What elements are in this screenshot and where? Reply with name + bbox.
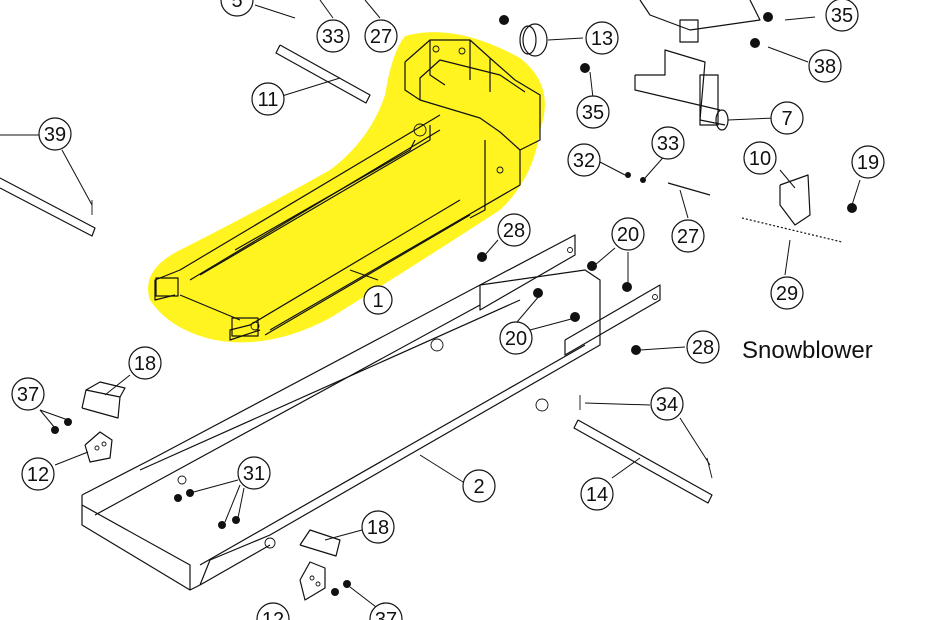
svg-text:14: 14 xyxy=(586,484,608,506)
callout-27-mid: 27 xyxy=(671,219,705,253)
svg-text:37: 37 xyxy=(17,384,39,406)
svg-text:7: 7 xyxy=(781,108,792,130)
callout-33-mid: 33 xyxy=(651,126,685,160)
svg-text:20: 20 xyxy=(617,224,639,246)
svg-text:27: 27 xyxy=(370,26,392,48)
part-39-rod xyxy=(0,177,96,237)
svg-text:5: 5 xyxy=(231,0,242,12)
svg-text:10: 10 xyxy=(749,148,771,170)
diagram-label: Snowblower xyxy=(742,337,873,364)
svg-text:19: 19 xyxy=(857,152,879,174)
part-18-ubolt-upper xyxy=(81,381,126,419)
callout-32: 32 xyxy=(567,143,601,177)
callout-20-left: 20 xyxy=(499,321,533,355)
part-27-bolt xyxy=(667,182,711,196)
svg-text:1: 1 xyxy=(372,290,383,312)
svg-text:28: 28 xyxy=(692,337,714,359)
callout-35-mid: 35 xyxy=(576,95,610,129)
callout-19: 19 xyxy=(851,145,885,179)
part-12-plate-upper xyxy=(84,431,113,463)
part-top-bracket xyxy=(639,0,761,43)
svg-text:13: 13 xyxy=(591,28,613,50)
callout-2: 2 xyxy=(462,469,496,503)
part-13-pulley xyxy=(519,23,548,57)
svg-text:35: 35 xyxy=(831,5,853,27)
callout-37-upper: 37 xyxy=(11,377,45,411)
callout-29: 29 xyxy=(770,276,804,310)
svg-text:31: 31 xyxy=(243,463,265,485)
svg-text:34: 34 xyxy=(656,394,678,416)
part-18-ubolt-lower xyxy=(299,529,341,557)
callout-1: 1 xyxy=(363,285,393,315)
callout-31: 31 xyxy=(237,456,271,490)
svg-text:18: 18 xyxy=(134,353,156,375)
callout-37-lower: 37 xyxy=(369,602,403,620)
callout-12-lower: 12 xyxy=(256,602,290,620)
callout-35-top: 35 xyxy=(825,0,859,32)
callout-12-upper: 12 xyxy=(21,457,55,491)
part-14-pin xyxy=(573,419,713,504)
svg-text:37: 37 xyxy=(375,609,397,620)
part-29-spring xyxy=(741,217,843,243)
callout-5: 5 xyxy=(220,0,254,17)
leader-lines xyxy=(0,0,861,611)
highlight-part-1 xyxy=(148,32,545,343)
callout-18-upper: 18 xyxy=(128,346,162,380)
part-12-plate-lower xyxy=(299,561,326,601)
part-1-frame xyxy=(154,39,541,341)
svg-text:18: 18 xyxy=(367,517,389,539)
callout-33-top: 33 xyxy=(316,19,350,53)
callout-10: 10 xyxy=(743,141,777,175)
callout-34: 34 xyxy=(650,387,684,421)
svg-text:20: 20 xyxy=(505,328,527,350)
svg-text:33: 33 xyxy=(322,26,344,48)
svg-text:35: 35 xyxy=(582,102,604,124)
callout-14: 14 xyxy=(580,477,614,511)
svg-text:29: 29 xyxy=(776,283,798,305)
svg-text:12: 12 xyxy=(27,464,49,486)
svg-text:32: 32 xyxy=(573,150,595,172)
svg-text:2: 2 xyxy=(473,476,484,498)
svg-text:12: 12 xyxy=(262,609,284,620)
part-11-pin xyxy=(275,44,371,104)
part-10-bracket xyxy=(779,174,811,226)
callout-28-mid: 28 xyxy=(497,213,531,247)
callout-39: 39 xyxy=(38,117,72,151)
hardware-dots xyxy=(51,12,857,596)
svg-text:39: 39 xyxy=(44,124,66,146)
callout-38: 38 xyxy=(808,49,842,83)
part-2-frame xyxy=(81,234,661,591)
svg-text:33: 33 xyxy=(657,133,679,155)
callout-27-top: 27 xyxy=(364,19,398,53)
callout-11: 11 xyxy=(251,82,285,116)
callout-18-lower: 18 xyxy=(361,510,395,544)
svg-text:11: 11 xyxy=(258,89,279,111)
svg-text:28: 28 xyxy=(503,220,525,242)
part-7-bracket xyxy=(634,49,729,131)
callout-20-right: 20 xyxy=(611,217,645,251)
callout-28-lower: 28 xyxy=(686,330,720,364)
callout-13: 13 xyxy=(585,21,619,55)
callout-7: 7 xyxy=(770,101,804,135)
svg-text:27: 27 xyxy=(677,226,699,248)
svg-text:38: 38 xyxy=(814,56,836,78)
